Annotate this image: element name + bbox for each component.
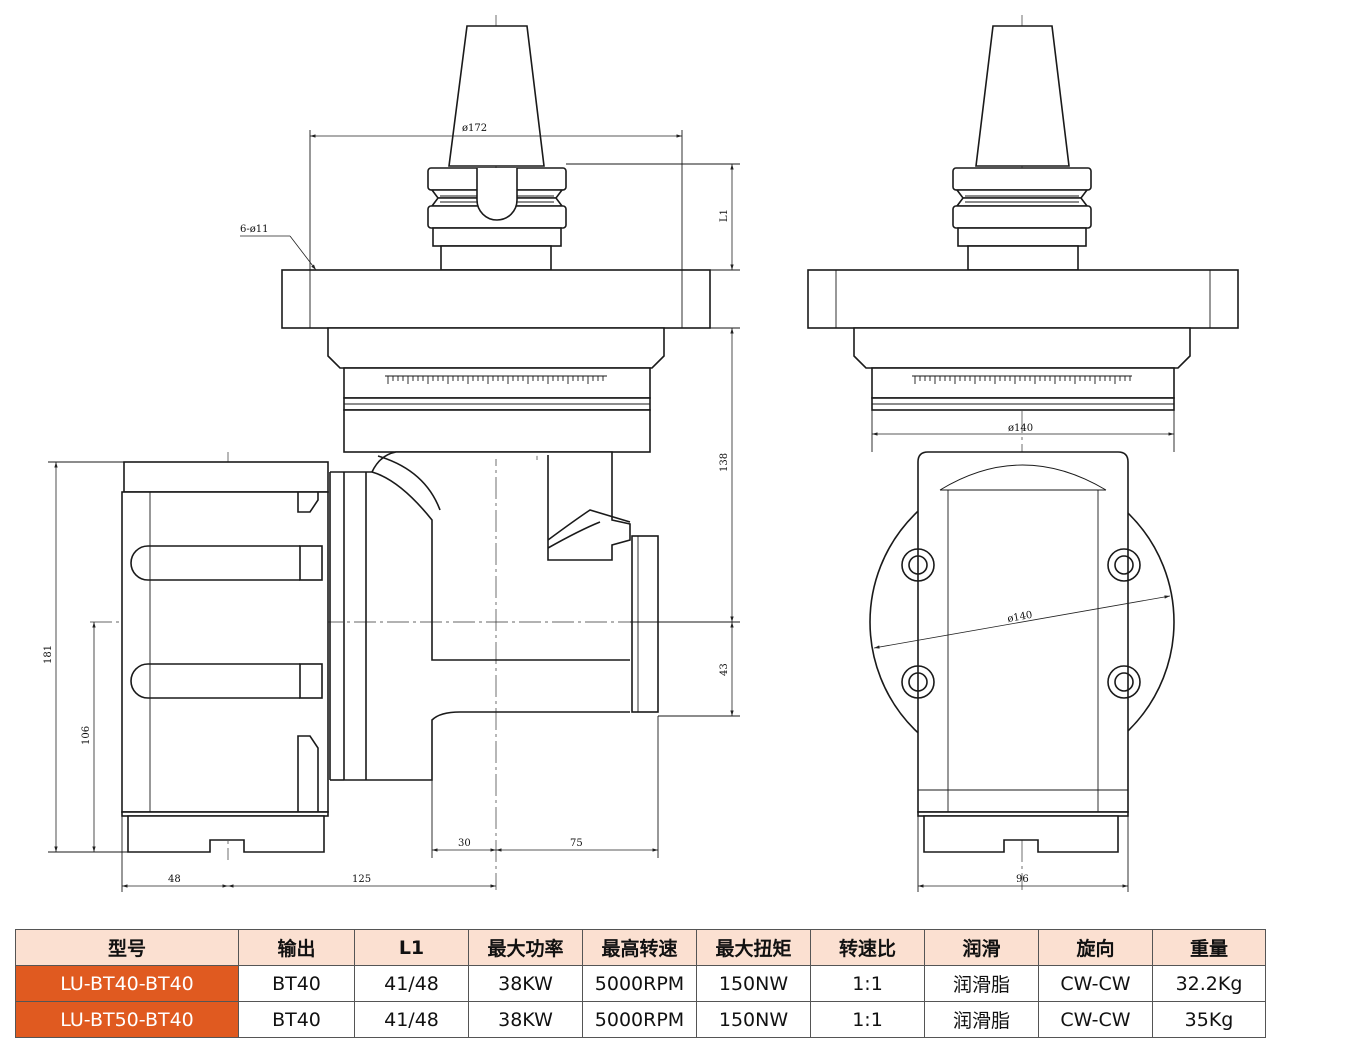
cell-weight: 32.2Kg	[1152, 965, 1266, 1002]
cell-max-torque: 150NW	[696, 1001, 811, 1038]
cell-l1: 41/48	[354, 1001, 469, 1038]
dim-disk-diameter: ø140	[1007, 610, 1034, 625]
header-max-power: 最大功率	[468, 929, 583, 966]
header-weight: 重量	[1152, 929, 1266, 966]
header-lubrication: 润滑	[924, 929, 1039, 966]
table-row: LU-BT50-BT40 BT40 41/48 38KW 5000RPM 150…	[15, 1001, 1266, 1038]
header-max-speed: 最高转速	[582, 929, 697, 966]
cell-l1: 41/48	[354, 965, 469, 1002]
cell-max-speed: 5000RPM	[582, 1001, 697, 1038]
cell-max-torque: 150NW	[696, 965, 811, 1002]
header-rotation: 旋向	[1038, 929, 1153, 966]
header-output: 输出	[238, 929, 355, 966]
dim-offset-30: 30	[458, 838, 471, 849]
cell-model: LU-BT40-BT40	[15, 965, 239, 1002]
cell-lubrication: 润滑脂	[924, 1001, 1039, 1038]
header-max-torque: 最大扭矩	[696, 929, 811, 966]
header-l1: L1	[354, 929, 469, 966]
dim-flange-holes: 6-ø11	[240, 224, 269, 235]
cell-weight: 35Kg	[1152, 1001, 1266, 1038]
cell-ratio: 1:1	[810, 965, 925, 1002]
cell-model: LU-BT50-BT40	[15, 1001, 239, 1038]
dim-collar-diameter: ø140	[1008, 423, 1033, 434]
technical-drawing: ø172 6-ø11 L1 138 43 181 106 30 75 48 12…	[43, 15, 1239, 892]
dim-flange-diameter: ø172	[462, 123, 487, 134]
spec-table: 型号 输出 L1 最大功率 最高转速 最大扭矩 转速比 润滑 旋向 重量 LU-…	[15, 929, 1266, 1038]
header-ratio: 转速比	[810, 929, 925, 966]
cell-max-power: 38KW	[468, 1001, 583, 1038]
dim-height-106: 106	[81, 726, 92, 745]
cell-lubrication: 润滑脂	[924, 965, 1039, 1002]
table-row: LU-BT40-BT40 BT40 41/48 38KW 5000RPM 150…	[15, 965, 1266, 1002]
header-model: 型号	[15, 929, 239, 966]
dim-width-96: 96	[1016, 874, 1029, 885]
dim-width-48: 48	[168, 874, 181, 885]
cell-max-power: 38KW	[468, 965, 583, 1002]
cell-ratio: 1:1	[810, 1001, 925, 1038]
cell-rotation: CW-CW	[1038, 965, 1153, 1002]
dim-offset-43: 43	[719, 663, 730, 676]
cell-output: BT40	[238, 965, 355, 1002]
side-view: ø140 ø140 96	[807, 15, 1239, 892]
spec-table-header-row: 型号 输出 L1 最大功率 最高转速 最大扭矩 转速比 润滑 旋向 重量	[15, 929, 1266, 966]
dim-height-181: 181	[43, 645, 54, 664]
dim-offset-75: 75	[570, 838, 583, 849]
dim-height-138: 138	[719, 453, 730, 472]
front-view: ø172 6-ø11 L1 138 43 181 106 30 75 48 12…	[43, 15, 740, 892]
dim-width-125: 125	[352, 874, 371, 885]
cell-output: BT40	[238, 1001, 355, 1038]
cell-max-speed: 5000RPM	[582, 965, 697, 1002]
dim-l1: L1	[719, 209, 730, 222]
cell-rotation: CW-CW	[1038, 1001, 1153, 1038]
